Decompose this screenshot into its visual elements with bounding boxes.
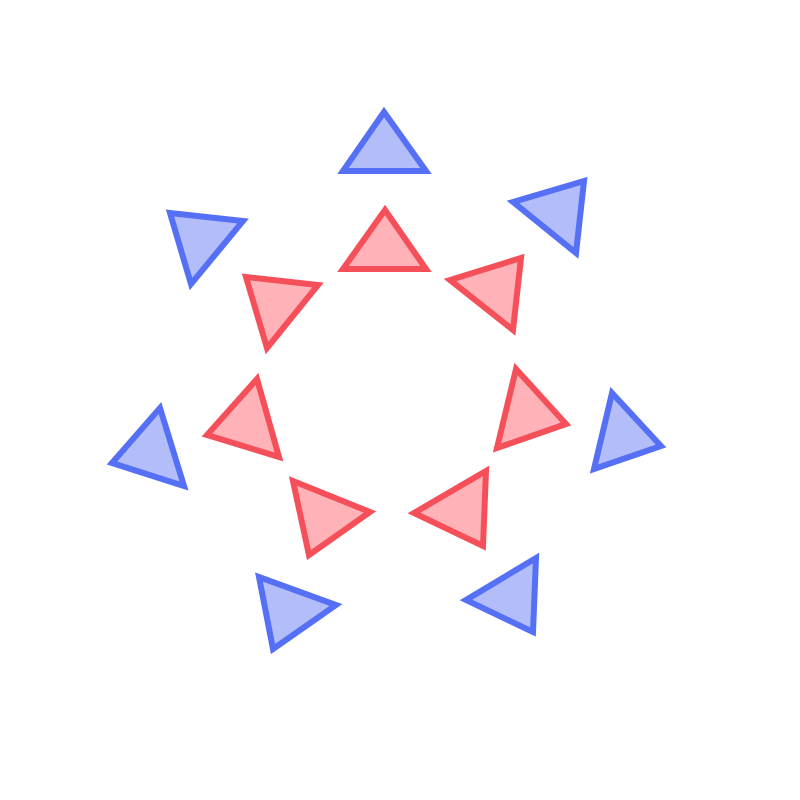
inner-ring-triangle (288, 476, 377, 561)
outer-ring-triangle (506, 176, 588, 259)
inner-ring-triangle (241, 273, 324, 355)
outer-ring-triangle (165, 209, 249, 291)
inner-ring-triangle (407, 465, 490, 551)
outer-ring (106, 106, 667, 655)
outer-ring-triangle (337, 106, 432, 174)
outer-ring-triangle (106, 401, 189, 491)
inner-ring-triangle (337, 204, 432, 272)
outer-ring-triangle (459, 552, 540, 637)
inner-ring-triangle (443, 253, 525, 336)
outer-ring-triangle (589, 386, 667, 474)
outer-ring-triangle (255, 572, 343, 655)
inner-ring-triangle (201, 372, 284, 462)
inner-ring-triangle (492, 362, 572, 453)
inner-ring (201, 204, 572, 561)
